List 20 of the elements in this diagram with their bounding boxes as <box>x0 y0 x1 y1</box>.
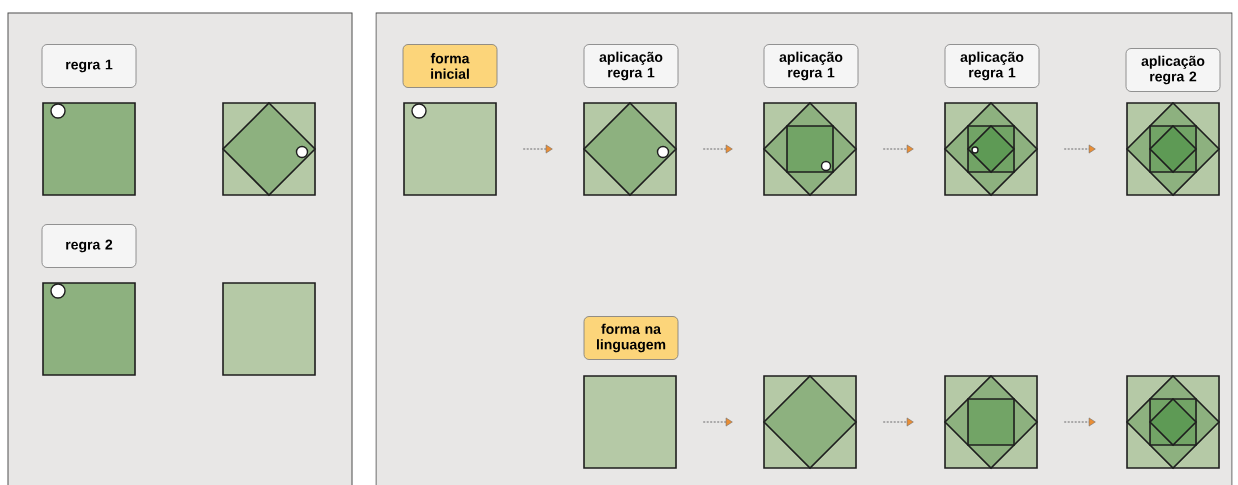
arrow <box>882 417 914 427</box>
nested-squares-drawing <box>403 102 497 196</box>
arrow <box>1063 144 1096 154</box>
nested-squares-drawing <box>42 102 136 196</box>
nested-squares-drawing <box>583 375 677 469</box>
label-box: aplicação regra 1 <box>583 44 679 88</box>
arrow <box>882 144 914 154</box>
arrow <box>522 144 553 154</box>
label-box: aplicação regra 1 <box>944 44 1040 88</box>
label-box: regra 2 <box>41 224 137 268</box>
arrow <box>702 417 733 427</box>
label-box: aplicação regra 2 <box>1125 48 1221 92</box>
label-box: forma na linguagem <box>583 316 679 360</box>
label-box: aplicação regra 1 <box>763 44 859 88</box>
arrow <box>702 144 733 154</box>
label-box: forma inicial <box>402 44 498 88</box>
nested-squares-drawing <box>222 282 316 376</box>
nested-squares-drawing <box>42 282 136 376</box>
label-box: regra 1 <box>41 44 137 88</box>
arrow <box>1063 417 1096 427</box>
